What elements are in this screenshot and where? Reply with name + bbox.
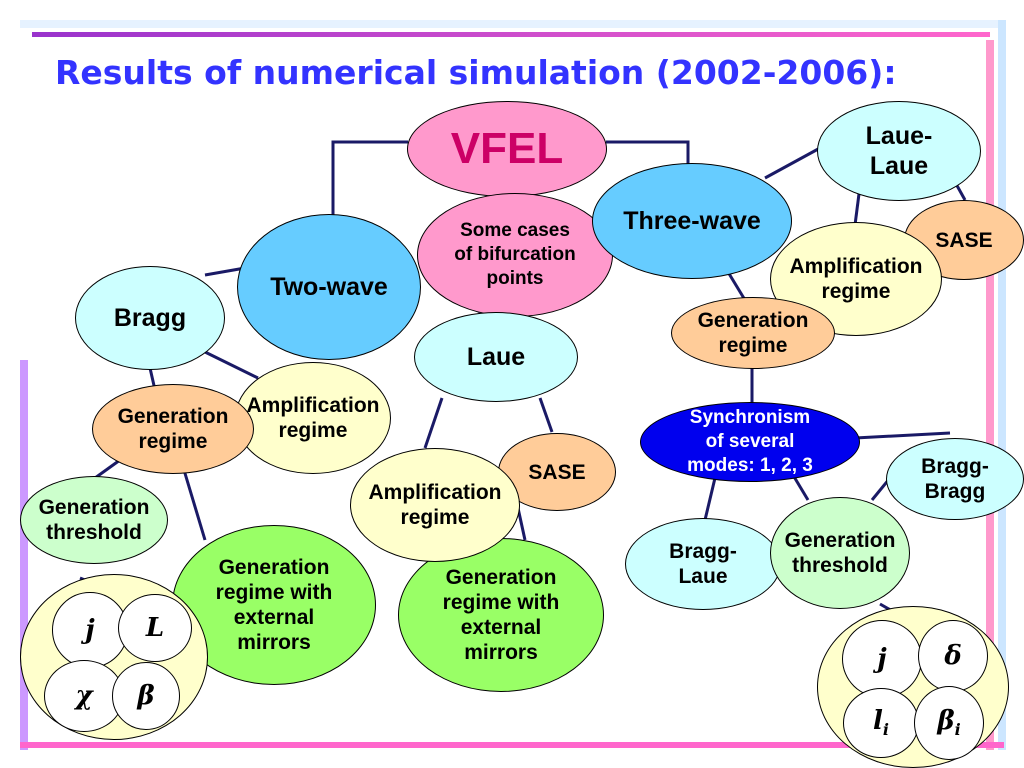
mirrors-middle-node: Generation regime with external mirrors <box>398 538 604 692</box>
bottom-accent-bar <box>20 742 1004 748</box>
param-beta-sub: i <box>954 720 961 740</box>
bragg-label: Bragg <box>113 304 187 332</box>
generation-threshold-left-label: Generation threshold <box>38 496 150 544</box>
laue-laue-node: Laue- Laue <box>817 101 981 201</box>
link-sync-bragglaue <box>703 477 717 521</box>
link-laue-amp <box>423 397 444 449</box>
generation-regime-left-label: Generation regime <box>117 405 229 453</box>
amplification-left-label: Amplification regime <box>246 394 380 442</box>
right-light-bar <box>998 20 1006 750</box>
param-chi-label: χ <box>75 681 93 711</box>
bifurcation-node: Some cases of bifurcation points <box>417 193 613 317</box>
link-sync-braggbragg <box>854 431 951 440</box>
param-l-i: li <box>843 688 919 758</box>
param-l-i-label: li <box>873 706 889 739</box>
link-laue-sase <box>538 397 554 433</box>
generation-threshold-right-label: Generation threshold <box>784 529 896 577</box>
three-wave-label: Three-wave <box>623 207 761 235</box>
bragg-laue-node: Bragg- Laue <box>625 518 781 610</box>
amplification-right-label: Amplification regime <box>789 255 923 303</box>
param-j-left: j <box>52 592 128 668</box>
bragg-bragg-label: Bragg- Bragg <box>921 455 989 503</box>
laue-node: Laue <box>414 312 578 402</box>
param-delta: δ <box>918 620 988 692</box>
link-threewave-gen <box>726 271 747 301</box>
link-gen-mirrors <box>182 469 207 541</box>
sase-right-label: SASE <box>935 228 993 252</box>
link-threewave-lauelaue <box>764 146 821 180</box>
bragg-node: Bragg <box>75 266 225 370</box>
param-j-left-label: j <box>85 615 95 645</box>
param-j-right-label: j <box>877 644 887 674</box>
top-magenta-bar <box>32 32 990 37</box>
param-j-right: j <box>842 620 922 698</box>
two-wave-label: Two-wave <box>270 273 388 301</box>
link-twowave-bragg <box>204 266 246 277</box>
generation-regime-right-label: Generation regime <box>697 309 809 357</box>
param-chi: χ <box>44 660 124 732</box>
generation-threshold-right-node: Generation threshold <box>770 497 910 609</box>
bifurcation-label: Some cases of bifurcation points <box>454 220 576 289</box>
param-l-sub: i <box>882 720 889 740</box>
vfel-label: VFEL <box>450 124 564 173</box>
top-accent-bar <box>20 20 1004 28</box>
link-bragg-amp <box>204 350 259 380</box>
param-beta-base: β <box>937 706 955 737</box>
slide-title: Results of numerical simulation (2002-20… <box>55 53 897 92</box>
mirrors-middle-label: Generation regime with external mirrors <box>442 566 560 664</box>
param-beta-i-label: βi <box>937 706 960 739</box>
three-wave-node: Three-wave <box>592 163 792 279</box>
link-vfel-threewave <box>606 140 690 172</box>
generation-regime-right-node: Generation regime <box>671 297 835 369</box>
link-gen-threshold <box>94 458 121 480</box>
left-accent-bar <box>20 360 28 750</box>
generation-threshold-left-node: Generation threshold <box>20 476 168 564</box>
synchronism-label: Synchronism of several modes: 1, 2, 3 <box>687 407 813 476</box>
link-vfel-twowave <box>331 140 408 240</box>
amplification-middle-node: Amplification regime <box>350 448 520 562</box>
vfel-node: VFEL <box>407 101 607 197</box>
amplification-middle-label: Amplification regime <box>368 481 502 529</box>
params-right-group <box>817 606 1009 768</box>
param-L: L <box>118 594 192 662</box>
right-accent-bar <box>986 40 994 750</box>
amplification-left-node: Amplification regime <box>235 362 391 474</box>
synchronism-node: Synchronism of several modes: 1, 2, 3 <box>640 402 860 482</box>
link-laue-mirrors <box>516 507 527 541</box>
bragg-bragg-node: Bragg- Bragg <box>886 438 1024 520</box>
param-l-base: l <box>873 706 883 737</box>
param-L-label: L <box>145 613 165 643</box>
laue-laue-label: Laue- Laue <box>865 122 933 180</box>
two-wave-node: Two-wave <box>237 214 421 360</box>
generation-regime-left-node: Generation regime <box>92 384 254 474</box>
bragg-laue-label: Bragg- Laue <box>669 540 737 588</box>
param-beta: β <box>112 662 180 730</box>
mirrors-left-label: Generation regime with external mirrors <box>215 556 333 654</box>
param-beta-label: β <box>137 681 155 711</box>
laue-label: Laue <box>466 343 526 371</box>
sase-middle-label: SASE <box>528 460 586 484</box>
param-beta-i: βi <box>914 686 984 760</box>
param-delta-label: δ <box>944 641 962 671</box>
